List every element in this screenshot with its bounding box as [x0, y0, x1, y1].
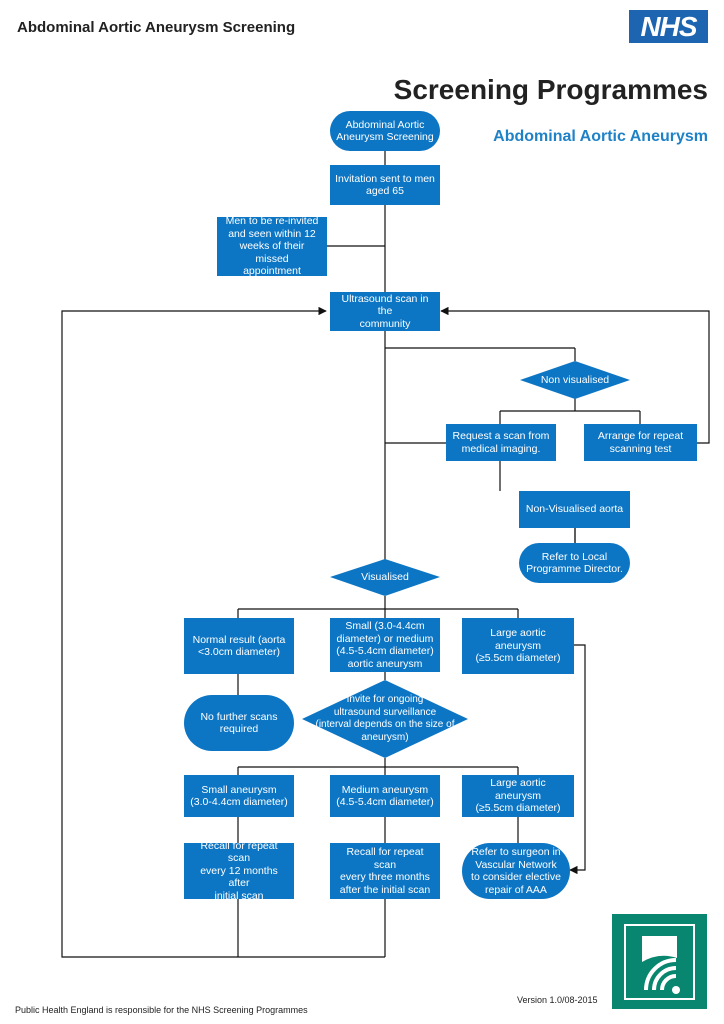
- non-visualised-label: Non visualised: [540, 373, 610, 386]
- nhs-logo: NHS: [629, 10, 708, 43]
- non-visualised-diamond: [520, 361, 630, 399]
- large-bottom-box: Large aortic aneurysm (≥5.5cm diameter): [462, 775, 574, 817]
- non-visualised-aorta-box: Non-Visualised aorta: [519, 491, 630, 528]
- no-further-node: No further scans required: [184, 695, 294, 751]
- visualised-diamond: [330, 559, 440, 596]
- arrange-repeat-box: Arrange for repeat scanning test: [584, 424, 697, 461]
- programme-subtitle: Abdominal Aortic Aneurysm: [493, 128, 708, 145]
- header-title: Abdominal Aortic Aneurysm Screening: [17, 19, 296, 36]
- refer-surgeon-node: Refer to surgeon in Vascular Network to …: [462, 843, 570, 899]
- footer-responsibility: Public Health England is responsible for…: [15, 1005, 308, 1015]
- invitation-box: Invitation sent to men aged 65: [330, 165, 440, 205]
- phe-logo: [612, 914, 707, 1009]
- refer-director-node: Refer to Local Programme Director.: [519, 543, 630, 583]
- recall-3-box: Recall for repeat scan every three month…: [330, 843, 440, 899]
- start-node: Abdominal Aortic Aneurysm Screening: [330, 111, 440, 151]
- visualised-label: Visualised: [361, 571, 409, 584]
- surveillance-label: Invite for ongoing ultrasound surveillan…: [315, 694, 455, 743]
- small-medium-box: Small (3.0-4.4cm diameter) or medium (4.…: [330, 618, 440, 672]
- surveillance-diamond: [302, 680, 468, 758]
- normal-result-box: Normal result (aorta <3.0cm diameter): [184, 618, 294, 674]
- reinvite-box: Men to be re-invited and seen within 12 …: [217, 215, 327, 277]
- small-aneurysm-box: Small aneurysm (3.0-4.4cm diameter): [184, 775, 294, 817]
- ultrasound-box: Ultrasound scan in the community: [330, 292, 440, 331]
- request-scan-box: Request a scan from medical imaging.: [446, 424, 556, 461]
- programme-title: Screening Programmes: [393, 74, 708, 105]
- footer-version: Version 1.0/08-2015: [517, 995, 598, 1005]
- medium-aneurysm-box: Medium aneurysm (4.5-5.4cm diameter): [330, 775, 440, 817]
- recall-12-box: Recall for repeat scan every 12 months a…: [184, 840, 294, 902]
- large-top-box: Large aortic aneurysm (≥5.5cm diameter): [462, 618, 574, 674]
